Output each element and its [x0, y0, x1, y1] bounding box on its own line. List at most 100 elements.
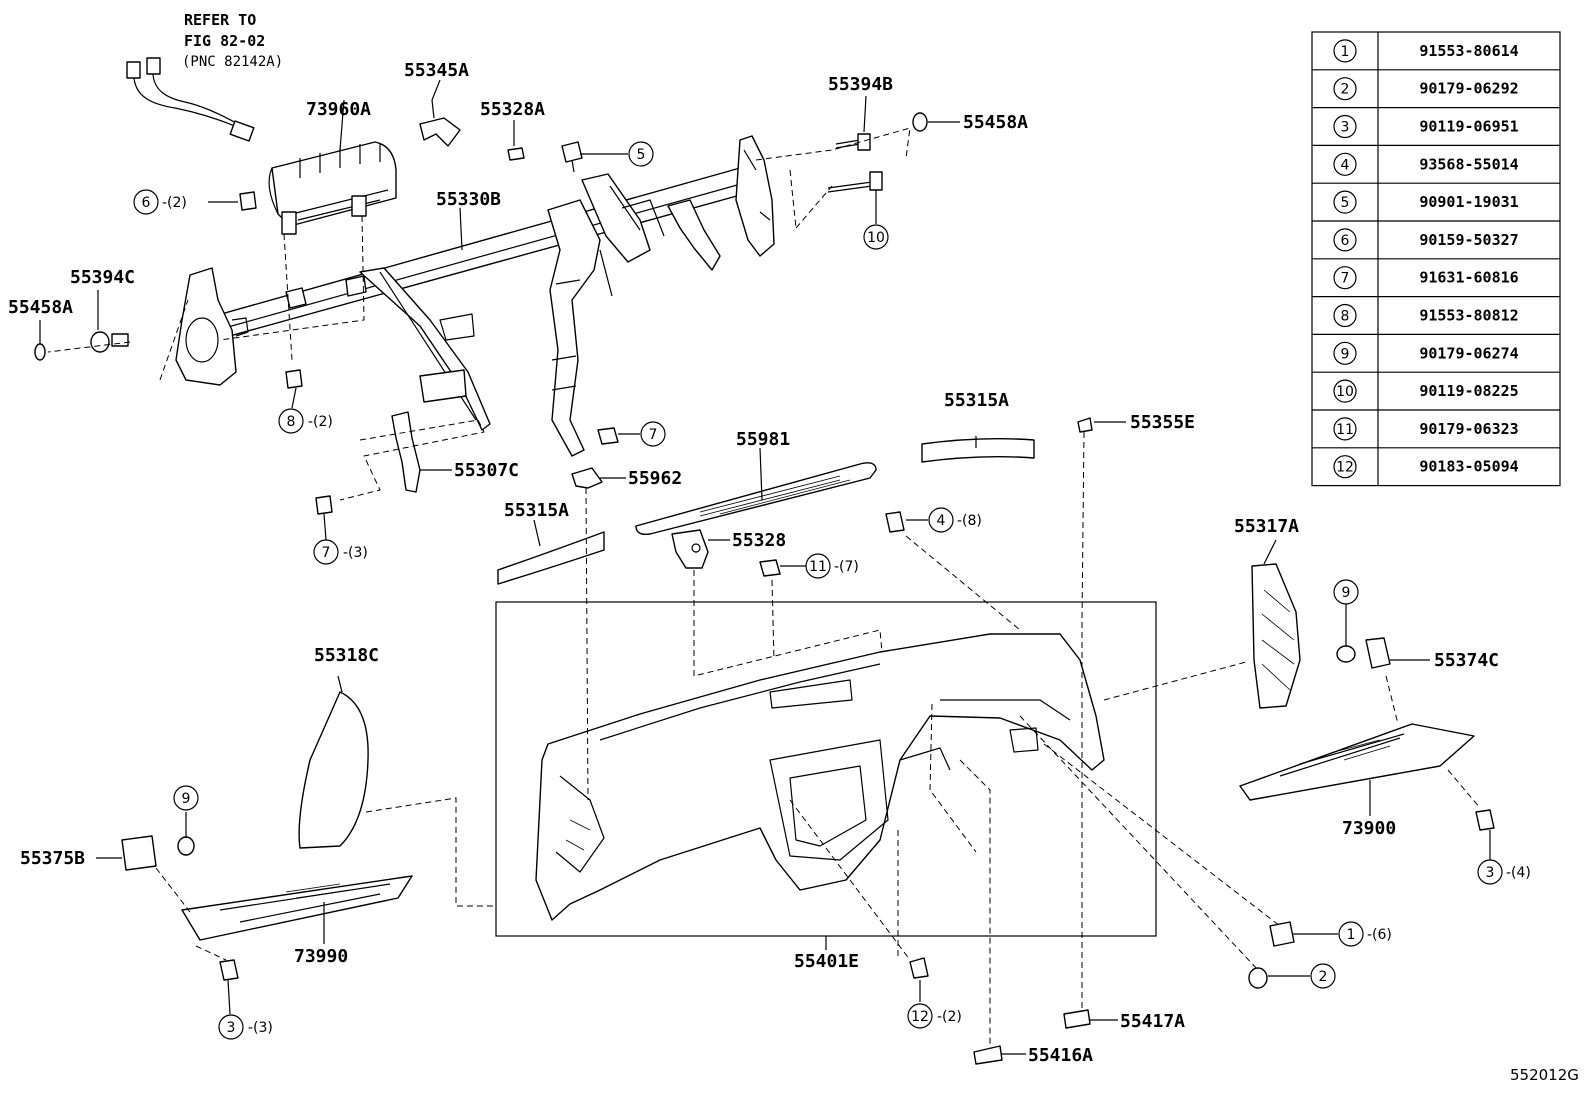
- row-part-number: 90179-06274: [1419, 344, 1518, 362]
- callout-12: 12 -(2): [907, 1003, 962, 1029]
- label-55458A-left: 55458A: [8, 297, 73, 318]
- refer-note: REFER TO FIG 82-02 (PNC 82142A): [182, 11, 283, 70]
- row-part-number: 91553-80812: [1419, 307, 1518, 325]
- row-number: 10: [1336, 384, 1354, 400]
- row-number-circle: [1333, 114, 1357, 139]
- svg-text:6: 6: [142, 195, 151, 211]
- row-number-circle: [1333, 39, 1357, 63]
- nut-9-right: [1336, 645, 1356, 663]
- callout-4: 4 -(8): [928, 507, 982, 533]
- airbag-assembly-73960A: [268, 141, 397, 235]
- callout-1: 1 -(6): [1338, 921, 1392, 947]
- row-number-circle: [1333, 152, 1357, 176]
- row-number-circle: [1333, 303, 1357, 328]
- bolt-8: [285, 369, 303, 389]
- label-55345A: 55345A: [404, 60, 469, 81]
- svg-text:-(2): -(2): [162, 195, 187, 211]
- refer-note-line-1: REFER TO: [184, 11, 256, 29]
- table-row: 3 90119-06951: [1333, 114, 1519, 139]
- callout-6: 6 -(2): [133, 189, 187, 215]
- row-part-number: 90179-06292: [1419, 80, 1518, 98]
- callouts: 5 6 -(2) 10 8 -(2) 7 7 -(3) 4 -(8): [133, 141, 1531, 1040]
- row-number-circle: [1333, 417, 1357, 441]
- glove-box-73990: [181, 875, 413, 941]
- label-55458A-right: 55458A: [963, 112, 1028, 133]
- bolt-5: [561, 141, 583, 173]
- svg-text:11: 11: [809, 559, 827, 575]
- clip-55417A: [1063, 1009, 1091, 1029]
- svg-text:7: 7: [322, 545, 331, 561]
- nut-11: [759, 559, 781, 577]
- callout-5: 5: [628, 141, 654, 167]
- label-73960A: 73960A: [306, 99, 371, 120]
- callout-7-lower: 7 -(3): [313, 539, 368, 565]
- label-55416A: 55416A: [1028, 1045, 1093, 1066]
- svg-text:4: 4: [937, 513, 946, 529]
- row-part-number: 90179-06323: [1419, 420, 1518, 438]
- callout-3-right: 3 -(4): [1477, 859, 1531, 885]
- svg-text:-(3): -(3): [343, 545, 368, 561]
- row-number: 9: [1341, 346, 1350, 362]
- label-55375B: 55375B: [20, 848, 85, 869]
- figure-code: 552012G: [1510, 1066, 1579, 1084]
- bolt-4: [885, 511, 905, 533]
- label-55315A-top: 55315A: [944, 390, 1009, 411]
- row-part-number: 91631-60816: [1419, 269, 1518, 287]
- row-number: 3: [1341, 120, 1350, 136]
- bracket-55328: [671, 529, 709, 569]
- refer-note-line-3: (PNC 82142A): [182, 54, 283, 70]
- clip-55355E: [1077, 417, 1093, 433]
- row-number-circle: [1333, 228, 1357, 252]
- bolt-7-upper: [597, 427, 619, 445]
- row-number: 2: [1341, 82, 1350, 98]
- bolt-7-lower: [315, 495, 333, 515]
- svg-text:-(6): -(6): [1367, 927, 1392, 943]
- row-number-circle: [1333, 77, 1357, 101]
- instrument-panel-55401E: [535, 633, 1105, 921]
- label-55328: 55328: [732, 530, 786, 551]
- bolt-55394B: [835, 133, 871, 151]
- callout-11: 11 -(7): [805, 553, 859, 579]
- label-55981: 55981: [736, 429, 790, 450]
- label-55328A: 55328A: [480, 99, 545, 120]
- label-73990: 73990: [294, 946, 348, 967]
- bolt-3-right: [1475, 809, 1495, 831]
- bolt-55394C: [90, 331, 129, 353]
- refer-note-line-2: FIG 82-02: [184, 32, 265, 50]
- svg-text:2: 2: [1319, 969, 1328, 985]
- table-row: 2 90179-06292: [1333, 77, 1519, 101]
- row-part-number: 91553-80614: [1419, 42, 1518, 60]
- svg-text:-(2): -(2): [937, 1009, 962, 1025]
- svg-text:9: 9: [182, 791, 191, 807]
- instrument-panel-reinforcement-55330B: [175, 135, 775, 457]
- row-part-number: 90119-06951: [1419, 118, 1518, 136]
- row-number: 6: [1341, 233, 1350, 249]
- washer-55458A-left: [34, 343, 46, 361]
- label-55401E: 55401E: [794, 951, 859, 972]
- callout-2: 2: [1310, 963, 1336, 989]
- callout-7-upper: 7: [640, 421, 666, 447]
- clip-12: [909, 957, 929, 979]
- bracket-55375B: [121, 835, 157, 871]
- callout-9-right: 9: [1333, 579, 1359, 605]
- pad-55315A-left: [497, 531, 605, 585]
- row-number-circle: [1333, 266, 1357, 290]
- assembly-lines: [47, 127, 1481, 1048]
- svg-text:8: 8: [287, 414, 296, 430]
- washer-55458A-right: [912, 112, 928, 132]
- row-part-number: 90901-19031: [1419, 193, 1518, 211]
- trim-55981: [635, 462, 877, 536]
- label-73900: 73900: [1342, 818, 1396, 839]
- svg-text:-(7): -(7): [834, 559, 859, 575]
- svg-text:9: 9: [1342, 585, 1351, 601]
- clip-55345A: [419, 99, 461, 147]
- row-number-circle: [1333, 455, 1357, 479]
- row-number: 4: [1341, 157, 1350, 173]
